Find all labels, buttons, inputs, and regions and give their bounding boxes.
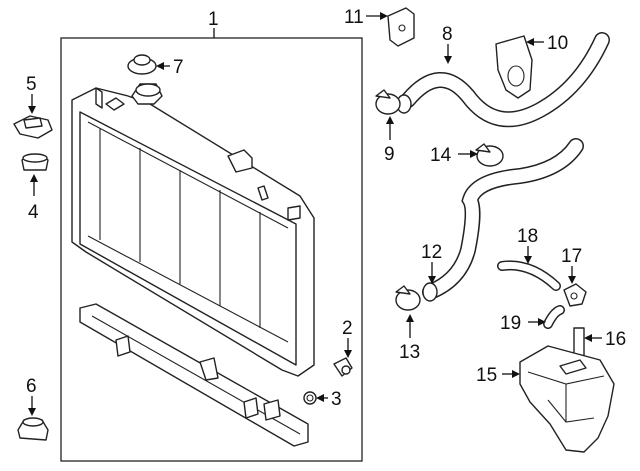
upper-insulator[interactable] [21,153,49,171]
callout-12: 12 [421,242,442,263]
overflow-hose[interactable] [497,260,561,291]
upper-mount-bracket[interactable] [13,115,53,139]
callout-10: 10 [547,33,568,54]
upper-hose-clamp[interactable] [375,89,401,115]
callout-11: 11 [344,7,364,28]
radiator-core[interactable] [71,87,315,377]
lower-radiator-hose[interactable] [422,138,584,302]
callout-18: 18 [517,226,538,247]
reservoir-cap[interactable] [563,283,587,307]
water-outlet[interactable] [495,35,533,99]
callout-8: 8 [442,24,453,45]
leader-lines [28,12,602,416]
callout-4: 4 [28,202,39,223]
callout-7: 7 [173,57,184,78]
upper-radiator-hose[interactable] [396,32,610,128]
lower-insulator[interactable] [17,417,49,441]
radiator-cap-part[interactable] [127,54,157,75]
lower-hose-upper-clamp[interactable] [475,143,504,167]
lower-radiator-support[interactable] [79,303,309,447]
callout-17: 17 [561,246,582,267]
callout-labels: 1 2 3 4 5 6 7 8 9 10 11 12 13 14 15 16 1… [26,7,626,410]
drain-cock[interactable] [333,357,353,377]
lower-hose-clamp[interactable] [395,285,421,311]
hose-bracket[interactable] [387,7,415,47]
callout-15: 15 [476,365,497,386]
o-ring[interactable] [303,391,317,405]
callout-1: 1 [208,9,219,30]
callout-3: 3 [331,389,342,410]
callout-16: 16 [605,329,626,350]
reservoir-hose[interactable] [543,305,565,329]
callout-5: 5 [26,74,37,95]
filler-neck [105,83,163,111]
callout-19: 19 [500,313,521,334]
radiator-assembly-box [60,37,363,462]
coolant-reservoir[interactable] [519,345,615,453]
callout-13: 13 [399,342,420,363]
callout-6: 6 [26,376,37,397]
callout-14: 14 [430,145,452,166]
callout-9: 9 [384,144,395,165]
callout-2: 2 [342,318,353,339]
